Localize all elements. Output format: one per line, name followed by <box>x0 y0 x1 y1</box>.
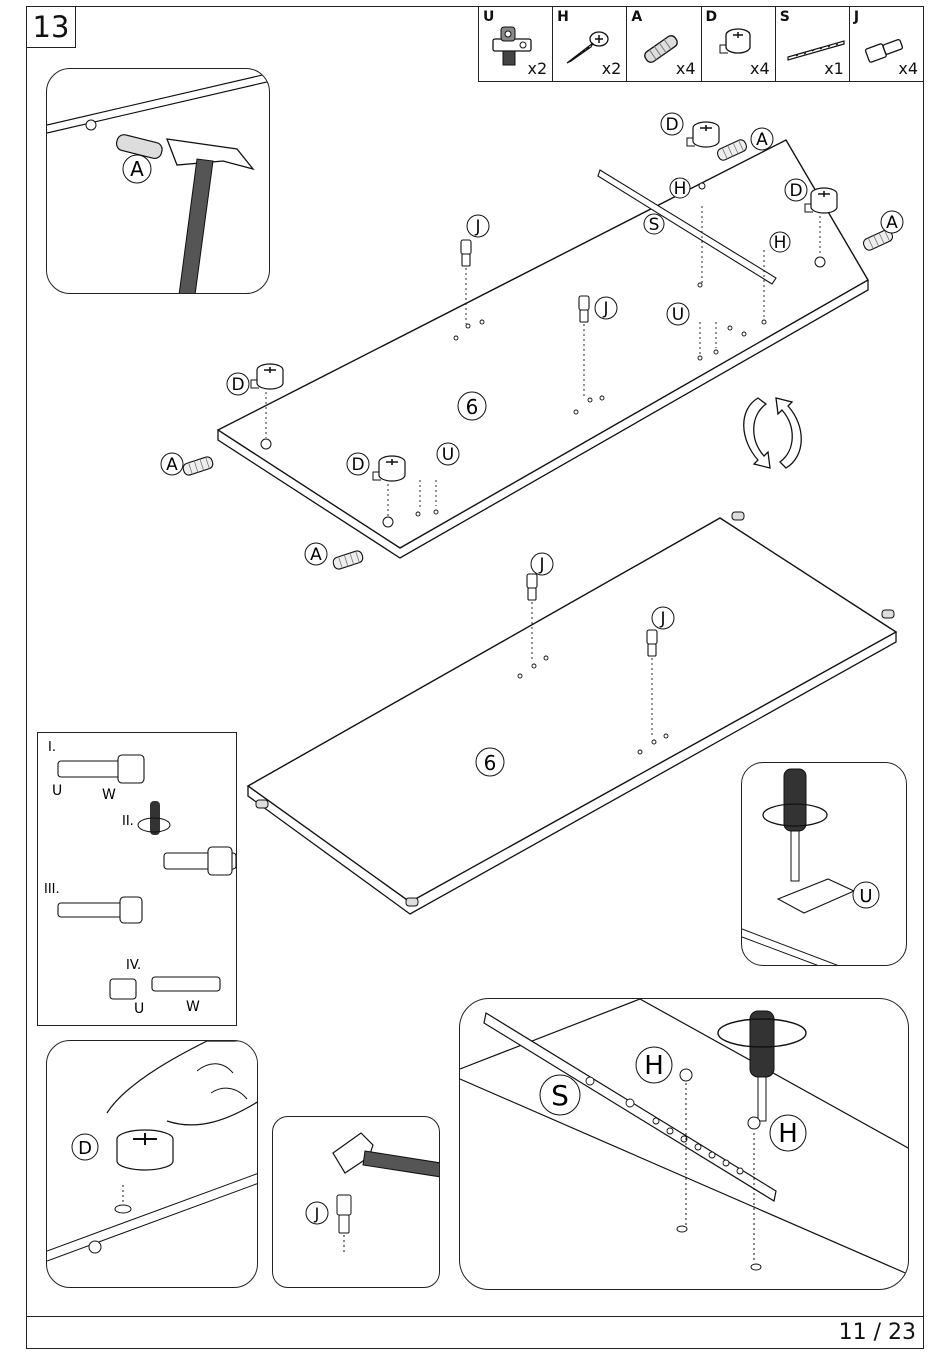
callout-a: A <box>751 128 773 150</box>
svg-text:D: D <box>231 375 244 395</box>
hinge-label-w: W <box>186 999 200 1015</box>
panel-label: 6 <box>466 395 479 419</box>
hinge-label-w: W <box>102 787 116 803</box>
callout-h: H <box>644 1051 664 1081</box>
inset-shelf-pin-j: J <box>272 1116 440 1288</box>
callout-d: D <box>661 113 683 135</box>
callout-d: D <box>347 453 369 475</box>
callout-u: U <box>437 443 459 465</box>
callout-a: A <box>130 157 144 181</box>
inset-cam-lock-d: D <box>46 1040 258 1288</box>
page-number: 11 / 23 <box>839 1320 916 1345</box>
svg-text:U: U <box>442 445 454 465</box>
callout-a: A <box>881 211 903 233</box>
hinge-steps-drawing: I. II. III. IV. U W U W <box>38 733 237 1026</box>
flip-arrows-icon <box>744 398 802 468</box>
callout-d: D <box>785 179 807 201</box>
inset-hinge-steps: I. II. III. IV. U W U W <box>37 732 237 1026</box>
rail-screw-drawing: S H H <box>460 999 909 1290</box>
inset-dowel-hammer: A <box>46 68 270 294</box>
svg-text:H: H <box>674 179 687 199</box>
hinge-step-label: III. <box>44 882 60 897</box>
hammer-dowel-drawing: A <box>47 69 270 294</box>
cam-lock-press-drawing: D <box>47 1041 258 1288</box>
panel-label: 6 <box>484 751 497 775</box>
svg-text:U: U <box>672 305 684 325</box>
svg-text:H: H <box>774 233 787 253</box>
screwdriver-hinge-drawing: U <box>742 763 907 966</box>
svg-text:J: J <box>538 555 544 575</box>
callout-j: J <box>314 1204 320 1223</box>
svg-text:A: A <box>310 545 322 565</box>
hinge-label-u: U <box>134 1001 144 1017</box>
svg-text:D: D <box>789 181 802 201</box>
svg-text:D: D <box>351 455 364 475</box>
svg-text:A: A <box>166 455 178 475</box>
callout-d: D <box>227 373 249 395</box>
callout-j: J <box>652 607 674 629</box>
svg-text:J: J <box>659 609 665 629</box>
hinge-step-label: IV. <box>126 958 141 973</box>
hinge-step-label: I. <box>48 740 56 755</box>
upper-panel: 6 <box>218 140 868 558</box>
hammer-pin-drawing: J <box>273 1117 440 1288</box>
svg-text:A: A <box>886 213 898 233</box>
svg-text:A: A <box>756 130 768 150</box>
inset-screwdriver-u: U <box>741 762 907 966</box>
callout-a: A <box>305 543 327 565</box>
callout-h: H <box>778 1119 798 1149</box>
svg-text:S: S <box>649 215 660 235</box>
svg-text:J: J <box>474 217 480 237</box>
callout-u: U <box>667 303 689 325</box>
inset-rail-screws: S H H <box>459 998 909 1290</box>
svg-text:J: J <box>602 299 608 319</box>
callout-j: J <box>595 297 617 319</box>
svg-text:D: D <box>665 115 678 135</box>
callout-j: J <box>467 215 489 237</box>
footer-divider <box>26 1316 924 1317</box>
callout-a: A <box>161 453 183 475</box>
callout-d: D <box>78 1138 92 1159</box>
callout-u: U <box>859 886 872 907</box>
callout-j: J <box>531 553 553 575</box>
hinge-label-u: U <box>52 783 62 799</box>
hinge-step-label: II. <box>122 814 134 829</box>
callout-s: S <box>551 1079 569 1112</box>
